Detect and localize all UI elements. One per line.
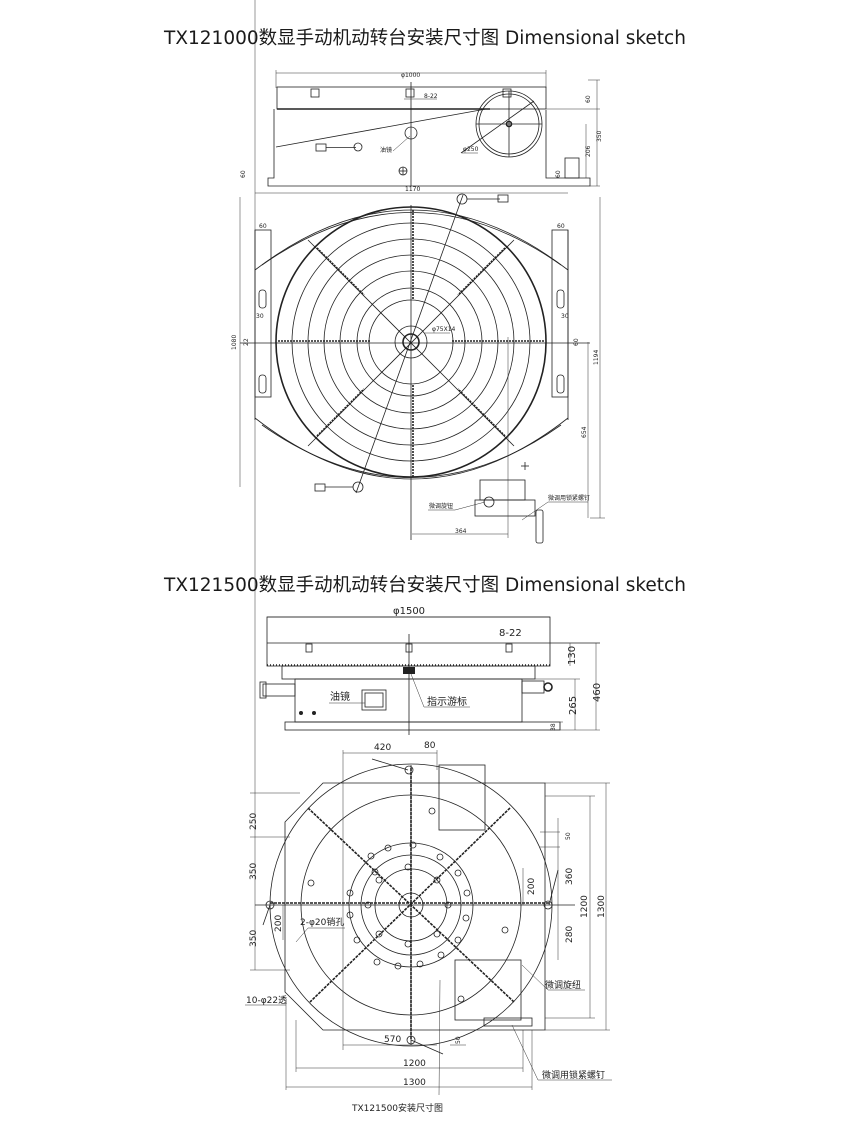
dim-350b: 350 <box>249 930 259 947</box>
label-bolts: 8-22 <box>424 93 438 100</box>
dim-200-left: 200 <box>274 915 284 932</box>
label-through-holes: 10-φ22透 <box>246 995 287 1006</box>
dim-360: 360 <box>565 868 575 885</box>
drawing-caption: TX121500安装尺寸图 <box>351 1102 443 1114</box>
dim-60b: 60 <box>555 170 562 178</box>
dim-30-right: 30 <box>561 313 569 320</box>
dim-22: 22 <box>243 338 250 346</box>
dim-265: 265 <box>568 696 579 715</box>
dim-460: 460 <box>592 683 603 702</box>
dim-350a: 350 <box>249 863 259 880</box>
dim-30-left: 30 <box>256 313 264 320</box>
dim-60-left: 60 <box>259 223 267 230</box>
dim-654: 654 <box>581 426 588 438</box>
dim-1080: 1080 <box>231 335 238 350</box>
dim-1194: 1194 <box>593 350 600 365</box>
dim-570: 570 <box>384 1035 401 1045</box>
dim-1200-right: 1200 <box>580 895 590 918</box>
dim-60c: 60 <box>240 170 247 178</box>
dim-wheel-250: φ250 <box>463 146 479 153</box>
sketch2-side-view: φ1500 8-22 130 460 265 38 油镜 指示游标 <box>259 606 603 735</box>
sketch2-title: TX121500数显手动机动转台安装尺寸图 Dimensional sketch <box>164 575 686 596</box>
sketch1-top-view: 1170 60 60 30 30 22 60 1080 1194 <box>231 186 605 544</box>
label-fine-knob: 微调旋钮 <box>429 502 453 510</box>
dim-420: 420 <box>374 743 391 753</box>
dim-60-right: 60 <box>557 223 565 230</box>
dim-60a: 60 <box>585 95 592 103</box>
label-pin-holes: 2-φ20销孔 <box>300 916 344 928</box>
dim-280: 280 <box>565 926 575 943</box>
label-bolts-2: 8-22 <box>499 628 522 639</box>
sketch2-top-view: 420 80 <box>245 0 612 1114</box>
dim-1200-bottom: 1200 <box>403 1059 426 1069</box>
bolt-holes <box>307 807 509 1003</box>
dim-50-right: 50 <box>565 832 572 840</box>
label-fine-knob-2: 微调旋纽 <box>545 979 581 991</box>
dim-1170: 1170 <box>405 186 420 193</box>
label-indicator: 指示游标 <box>427 695 467 708</box>
label-oil-gauge: 油镜 <box>380 146 392 154</box>
dim-diameter-1500: φ1500 <box>393 606 425 617</box>
dim-60-slot: 60 <box>573 338 580 346</box>
label-oil-gauge-2: 油镜 <box>330 690 350 703</box>
label-lock-screw: 微调用锁紧螺钉 <box>548 494 590 502</box>
sketch1-side-view: φ1000 8-22 油镜 φ250 60 350 206 60 60 <box>240 70 603 187</box>
dim-50-bottom: 50 <box>455 1036 462 1044</box>
dim-200-right: 200 <box>527 878 537 895</box>
dim-130: 130 <box>567 646 578 665</box>
dim-206: 206 <box>585 145 592 157</box>
sketch1-title: TX121000数显手动机动转台安装尺寸图 Dimensional sketch <box>164 28 686 49</box>
dim-350: 350 <box>596 130 603 142</box>
dim-38: 38 <box>550 723 557 731</box>
label-lock-screw-2: 微调用锁紧螺钉 <box>542 1069 605 1081</box>
dim-1300-right: 1300 <box>597 895 607 918</box>
dim-250: 250 <box>249 813 259 830</box>
dim-80: 80 <box>424 741 436 751</box>
dim-hub-75x14: φ75X14 <box>432 326 456 333</box>
dim-364: 364 <box>455 528 467 535</box>
dim-diameter-1000: φ1000 <box>401 72 420 79</box>
dim-1300-bottom: 1300 <box>403 1078 426 1088</box>
